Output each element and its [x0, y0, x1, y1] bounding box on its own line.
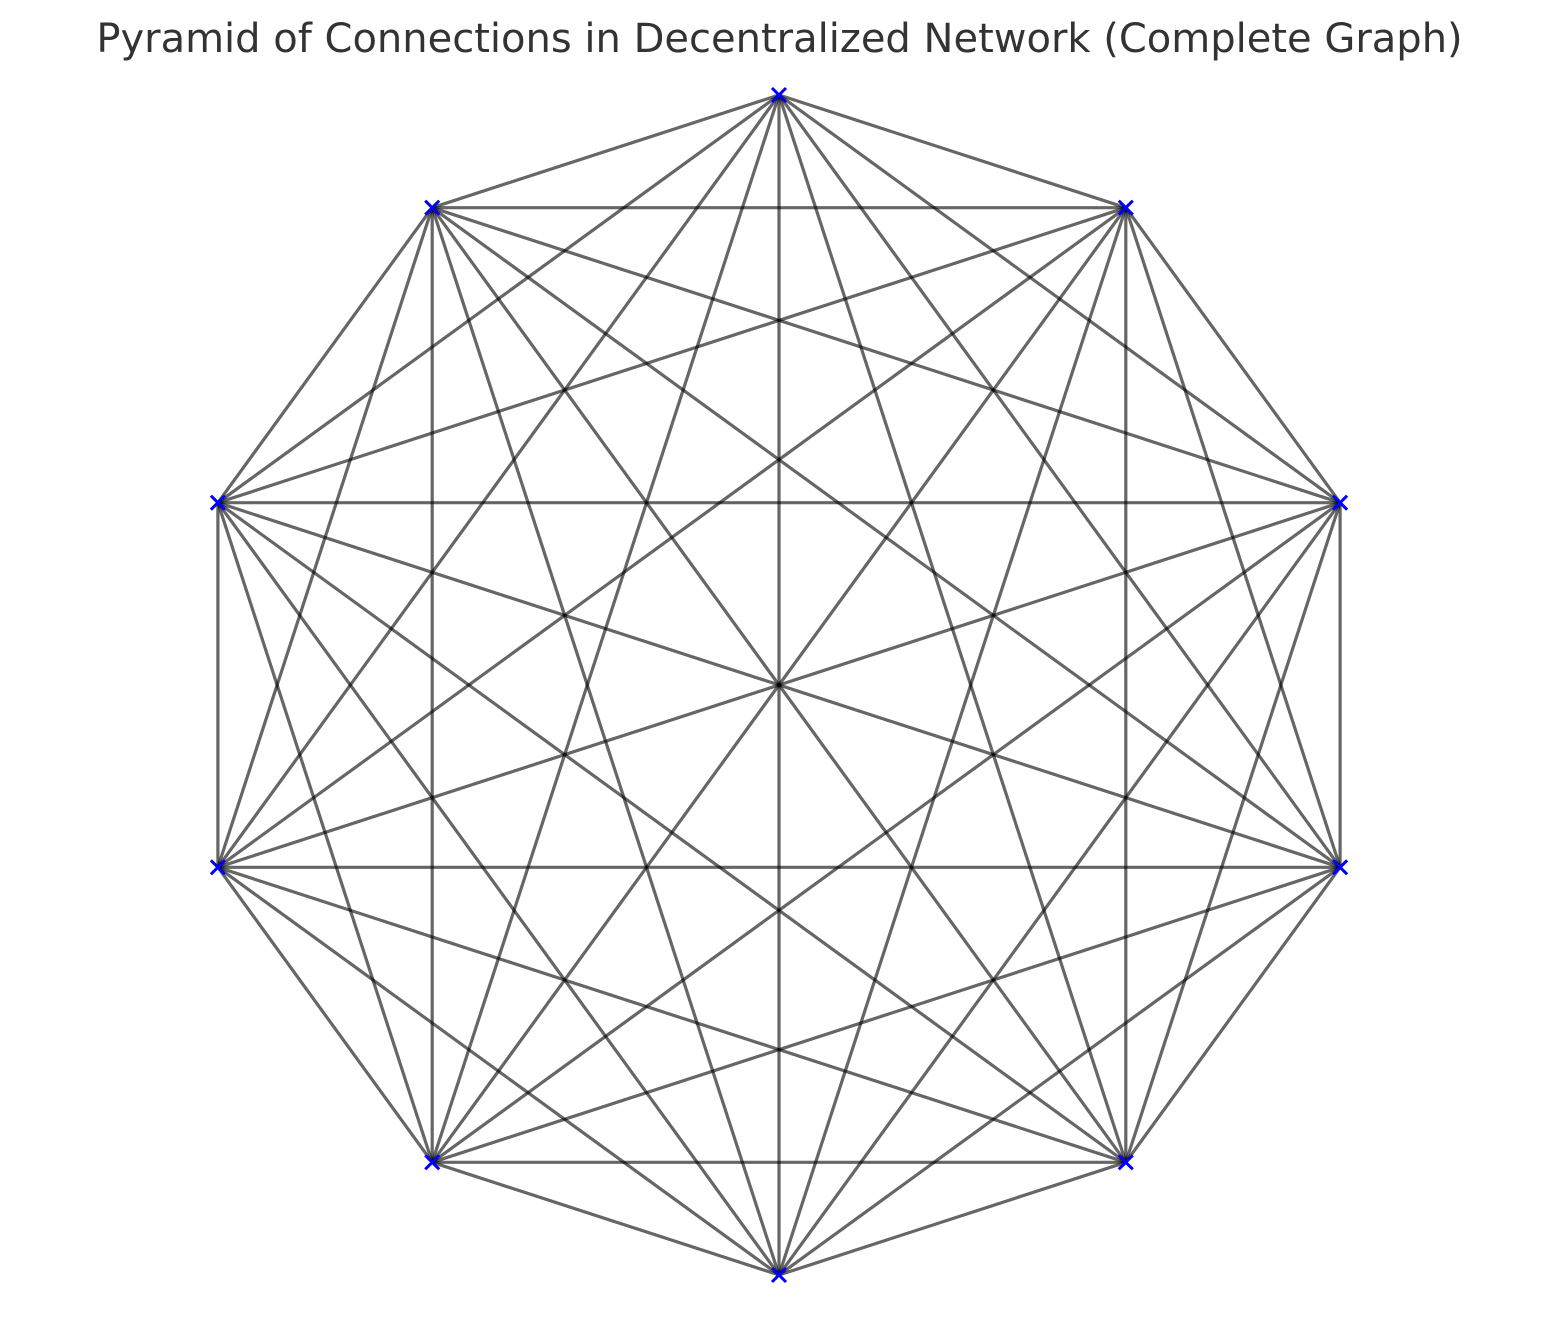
edge-5-6 — [216, 866, 434, 1164]
edge-0-3 — [431, 206, 1341, 505]
edge-2-3 — [431, 93, 780, 210]
edge-6-7 — [431, 1160, 780, 1277]
edge-1-2 — [778, 93, 1127, 210]
edge-4-6 — [216, 502, 434, 1163]
node-0-x-marker-icon — [1332, 494, 1349, 511]
edge-group — [216, 93, 1342, 1277]
node-2-x-marker-icon — [770, 86, 788, 104]
edge-4-8 — [216, 501, 1127, 1164]
edge-1-9 — [1124, 207, 1342, 868]
edge-5-8 — [217, 865, 1127, 1164]
node-6-x-marker-icon — [424, 1154, 441, 1171]
edge-6-9 — [431, 865, 1341, 1164]
edge-8-9 — [1124, 866, 1342, 1164]
edge-3-9 — [431, 206, 1342, 869]
edge-7-9 — [778, 866, 1342, 1277]
node-7-x-marker-icon — [770, 1266, 788, 1284]
node-4-x-marker-icon — [209, 494, 226, 511]
node-5-x-marker-icon — [209, 859, 226, 876]
edge-0-7 — [777, 501, 1342, 1276]
edge-2-5 — [216, 94, 781, 869]
edge-4-9 — [217, 501, 1341, 869]
edge-0-1 — [1124, 206, 1342, 504]
node-1-x-marker-icon — [1117, 199, 1134, 216]
edge-4-7 — [216, 501, 781, 1276]
edge-5-7 — [216, 866, 780, 1277]
node-8-x-marker-icon — [1117, 1154, 1134, 1171]
node-9-x-marker-icon — [1332, 859, 1349, 876]
edge-1-4 — [217, 206, 1127, 505]
node-group — [209, 86, 1349, 1284]
edge-2-8 — [777, 94, 1128, 1163]
diagram-title: Pyramid of Connections in Decentralized … — [96, 16, 1463, 62]
edge-2-9 — [777, 94, 1342, 869]
edge-7-8 — [778, 1160, 1127, 1277]
edge-3-7 — [430, 207, 781, 1276]
edge-3-4 — [216, 206, 434, 504]
node-3-x-marker-icon — [424, 199, 441, 216]
